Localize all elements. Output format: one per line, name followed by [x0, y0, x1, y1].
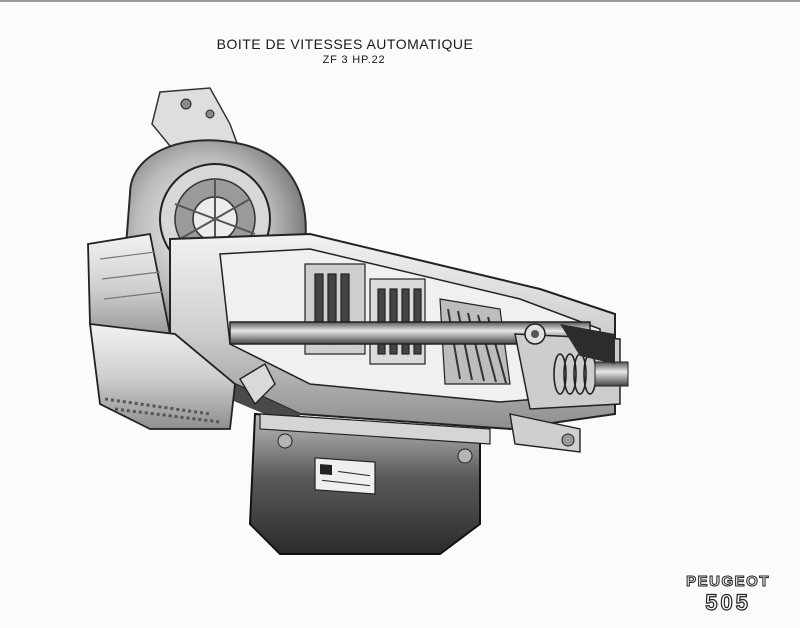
front-pan — [88, 322, 236, 430]
caption-block: BOITE DE VITESSES AUTOMATIQUE ZF 3 HP.22 — [200, 36, 490, 66]
clutch-packs — [304, 263, 426, 365]
bracket-bolt — [180, 98, 192, 110]
brand-logo: PEUGEOT 505 — [686, 573, 770, 615]
output-shaft — [594, 361, 629, 387]
brand-name: PEUGEOT — [686, 573, 770, 591]
pan-bolt — [277, 433, 293, 449]
document-subtitle: ZF 3 HP.22 — [322, 54, 386, 66]
brand-model: 505 — [705, 590, 751, 615]
pan-bolt — [457, 448, 473, 464]
transmission-cutaway-illustration — [87, 87, 629, 555]
case-shadow — [560, 324, 615, 364]
bracket-bolt — [205, 109, 215, 119]
id-plate — [314, 457, 376, 495]
document-title: BOITE DE VITESSES AUTOMATIQUE — [216, 36, 474, 52]
selector-linkage — [239, 363, 276, 406]
